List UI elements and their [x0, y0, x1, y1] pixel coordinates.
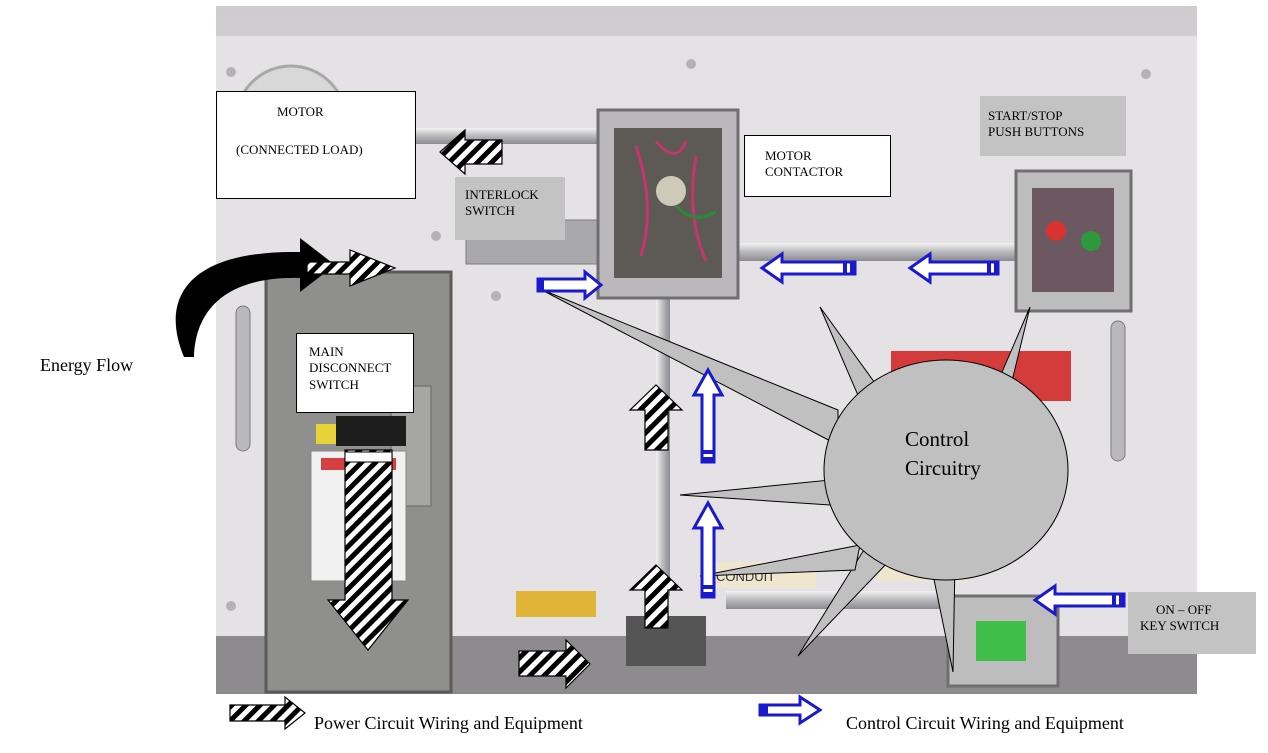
contactor-green-wire — [674, 204, 717, 219]
power-arrow-down — [326, 449, 410, 651]
control-arrow-up-2 — [691, 499, 725, 599]
control-arrow-pushbuttons-tail-a — [987, 262, 991, 274]
main-disconnect-label: MAIN DISCONNECT SWITCH — [296, 333, 414, 413]
control-arrow-contactor-tail-b — [850, 262, 854, 274]
control-arrow-interlock — [536, 268, 604, 302]
control-arrow-key-switch-tail-a — [1112, 594, 1116, 606]
power-arrow-disconnect-in — [306, 249, 397, 287]
control-arrow-up-2-tail-b — [702, 592, 714, 596]
motor-contactor-label: MOTOR CONTACTOR — [744, 135, 891, 197]
motor-label-line-2: (CONNECTED LOAD) — [236, 142, 363, 158]
power-arrow-up-1 — [628, 384, 684, 451]
start-stop-label-line-2: PUSH BUTTONS — [988, 124, 1085, 140]
control-arrow-contactor-tail-a — [843, 262, 847, 274]
interlock-label-line-1: INTERLOCK — [465, 187, 539, 202]
control-arrow-up-1-tail-a — [702, 450, 714, 454]
disconnect-label-line-2: DISCONNECT — [309, 360, 392, 376]
handle-left — [235, 305, 251, 452]
energy-flow-curve-arrow — [175, 238, 335, 357]
motor-label: MOTOR (CONNECTED LOAD) — [216, 91, 416, 199]
control-arrow-pushbuttons-tail-b — [994, 262, 998, 274]
control-arrow-key-switch-tail-b — [1119, 594, 1123, 606]
control-circuitry-line-2: Circuitry — [905, 456, 981, 481]
power-arrow-up-2 — [628, 564, 684, 629]
control-arrow-pushbuttons — [907, 251, 1000, 285]
start-button — [1081, 231, 1101, 251]
legend-control-label: Control Circuit Wiring and Equipment — [846, 713, 1124, 733]
legend-power-icon — [229, 695, 306, 731]
interlock-switch-label: INTERLOCK SWITCH — [455, 177, 565, 240]
key-switch-label-line-2: KEY SWITCH — [1140, 618, 1220, 634]
start-stop-label: START/STOP PUSH BUTTONS — [980, 96, 1126, 156]
control-circuitry-callout — [539, 288, 1069, 673]
legend-power-label: Power Circuit Wiring and Equipment — [314, 713, 583, 733]
stop-button — [1046, 221, 1066, 241]
key-switch-label-line-1: ON – OFF — [1156, 602, 1212, 617]
start-stop-label-line-1: START/STOP — [988, 108, 1063, 123]
control-arrow-interlock-tail — [538, 279, 544, 291]
energy-flow-label: Energy Flow — [40, 355, 134, 375]
legend-control-icon — [758, 694, 823, 726]
control-circuitry-label: Control Circuitry — [905, 425, 1045, 484]
control-arrow-up-1 — [691, 366, 725, 464]
motor-label-line-1: MOTOR — [277, 104, 324, 119]
control-arrow-up-1-tail-b — [702, 457, 714, 461]
contactor-label-line-2: CONTACTOR — [765, 164, 844, 180]
yellow-tag — [516, 591, 596, 617]
contactor-coil — [656, 176, 686, 206]
handle-right — [1110, 320, 1126, 462]
power-arrow-down-tail — [344, 451, 393, 463]
control-circuitry-line-1: Control — [905, 427, 970, 451]
power-arrow-bottom-right — [518, 638, 591, 690]
control-arrow-contactor — [759, 251, 857, 285]
control-arrow-key-switch — [1032, 583, 1126, 617]
control-arrow-up-2-tail-a — [702, 585, 714, 589]
disconnect-label-line-1: MAIN — [309, 344, 344, 359]
contactor-label-line-1: MOTOR — [765, 148, 812, 163]
key-switch-green — [976, 621, 1026, 661]
power-arrow-top — [439, 128, 503, 176]
contactor-wires — [634, 140, 708, 262]
key-switch-label: ON – OFF KEY SWITCH — [1128, 592, 1256, 654]
disconnect-plate — [336, 416, 406, 446]
disconnect-logo — [316, 424, 336, 444]
disconnect-label-line-3: SWITCH — [309, 376, 359, 392]
interlock-label-line-2: SWITCH — [465, 203, 515, 219]
conduit-pushbuttons — [736, 243, 1026, 261]
